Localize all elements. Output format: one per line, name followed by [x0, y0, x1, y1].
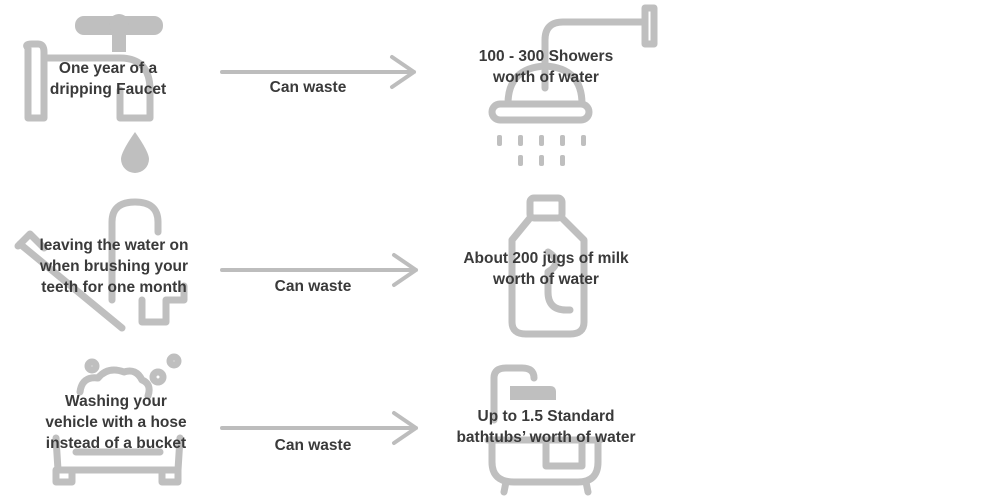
- source-line: One year of a: [58, 60, 158, 77]
- result-line: worth of water: [493, 69, 599, 86]
- source-line: leaving the water on: [39, 237, 189, 254]
- result-line: worth of water: [493, 271, 599, 288]
- source-line: teeth for one month: [41, 279, 187, 296]
- result-label-bathtubs: Up to 1.5 Standard bathtubs’ worth of wa…: [436, 406, 656, 448]
- toothbrush-tap-icon: [14, 198, 188, 332]
- source-line: Washing your: [65, 393, 167, 410]
- verb-label: Can waste: [274, 437, 352, 454]
- source-label-car-wash: Washing your vehicle with a hose instead…: [16, 391, 216, 454]
- result-line: Up to 1.5 Standard: [477, 408, 615, 425]
- source-label-faucet: One year of a dripping Faucet: [18, 58, 198, 100]
- arrow-row-1: [220, 55, 416, 89]
- source-line: vehicle with a hose: [45, 414, 187, 431]
- bathtub-icon: [484, 364, 604, 496]
- milk-jug-icon: [508, 194, 588, 338]
- arrow-row-3: [220, 411, 418, 445]
- result-line: About 200 jugs of milk: [463, 250, 629, 267]
- result-label-showers: 100 - 300 Showers worth of water: [446, 46, 646, 88]
- car-wash-icon: [52, 353, 184, 486]
- source-line: dripping Faucet: [49, 81, 167, 98]
- source-line: instead of a bucket: [45, 435, 187, 452]
- result-line: 100 - 300 Showers: [478, 48, 614, 65]
- source-line: when brushing your: [39, 258, 189, 275]
- result-line: bathtubs’ worth of water: [456, 429, 636, 446]
- verb-label: Can waste: [274, 278, 352, 295]
- shower-head-icon: [488, 4, 658, 166]
- result-label-milk-jugs: About 200 jugs of milk worth of water: [436, 248, 656, 290]
- dripping-faucet-icon: [23, 14, 163, 173]
- arrow-row-2: [220, 253, 418, 287]
- verb-label: Can waste: [269, 79, 347, 96]
- source-label-brushing: leaving the water on when brushing your …: [14, 235, 214, 298]
